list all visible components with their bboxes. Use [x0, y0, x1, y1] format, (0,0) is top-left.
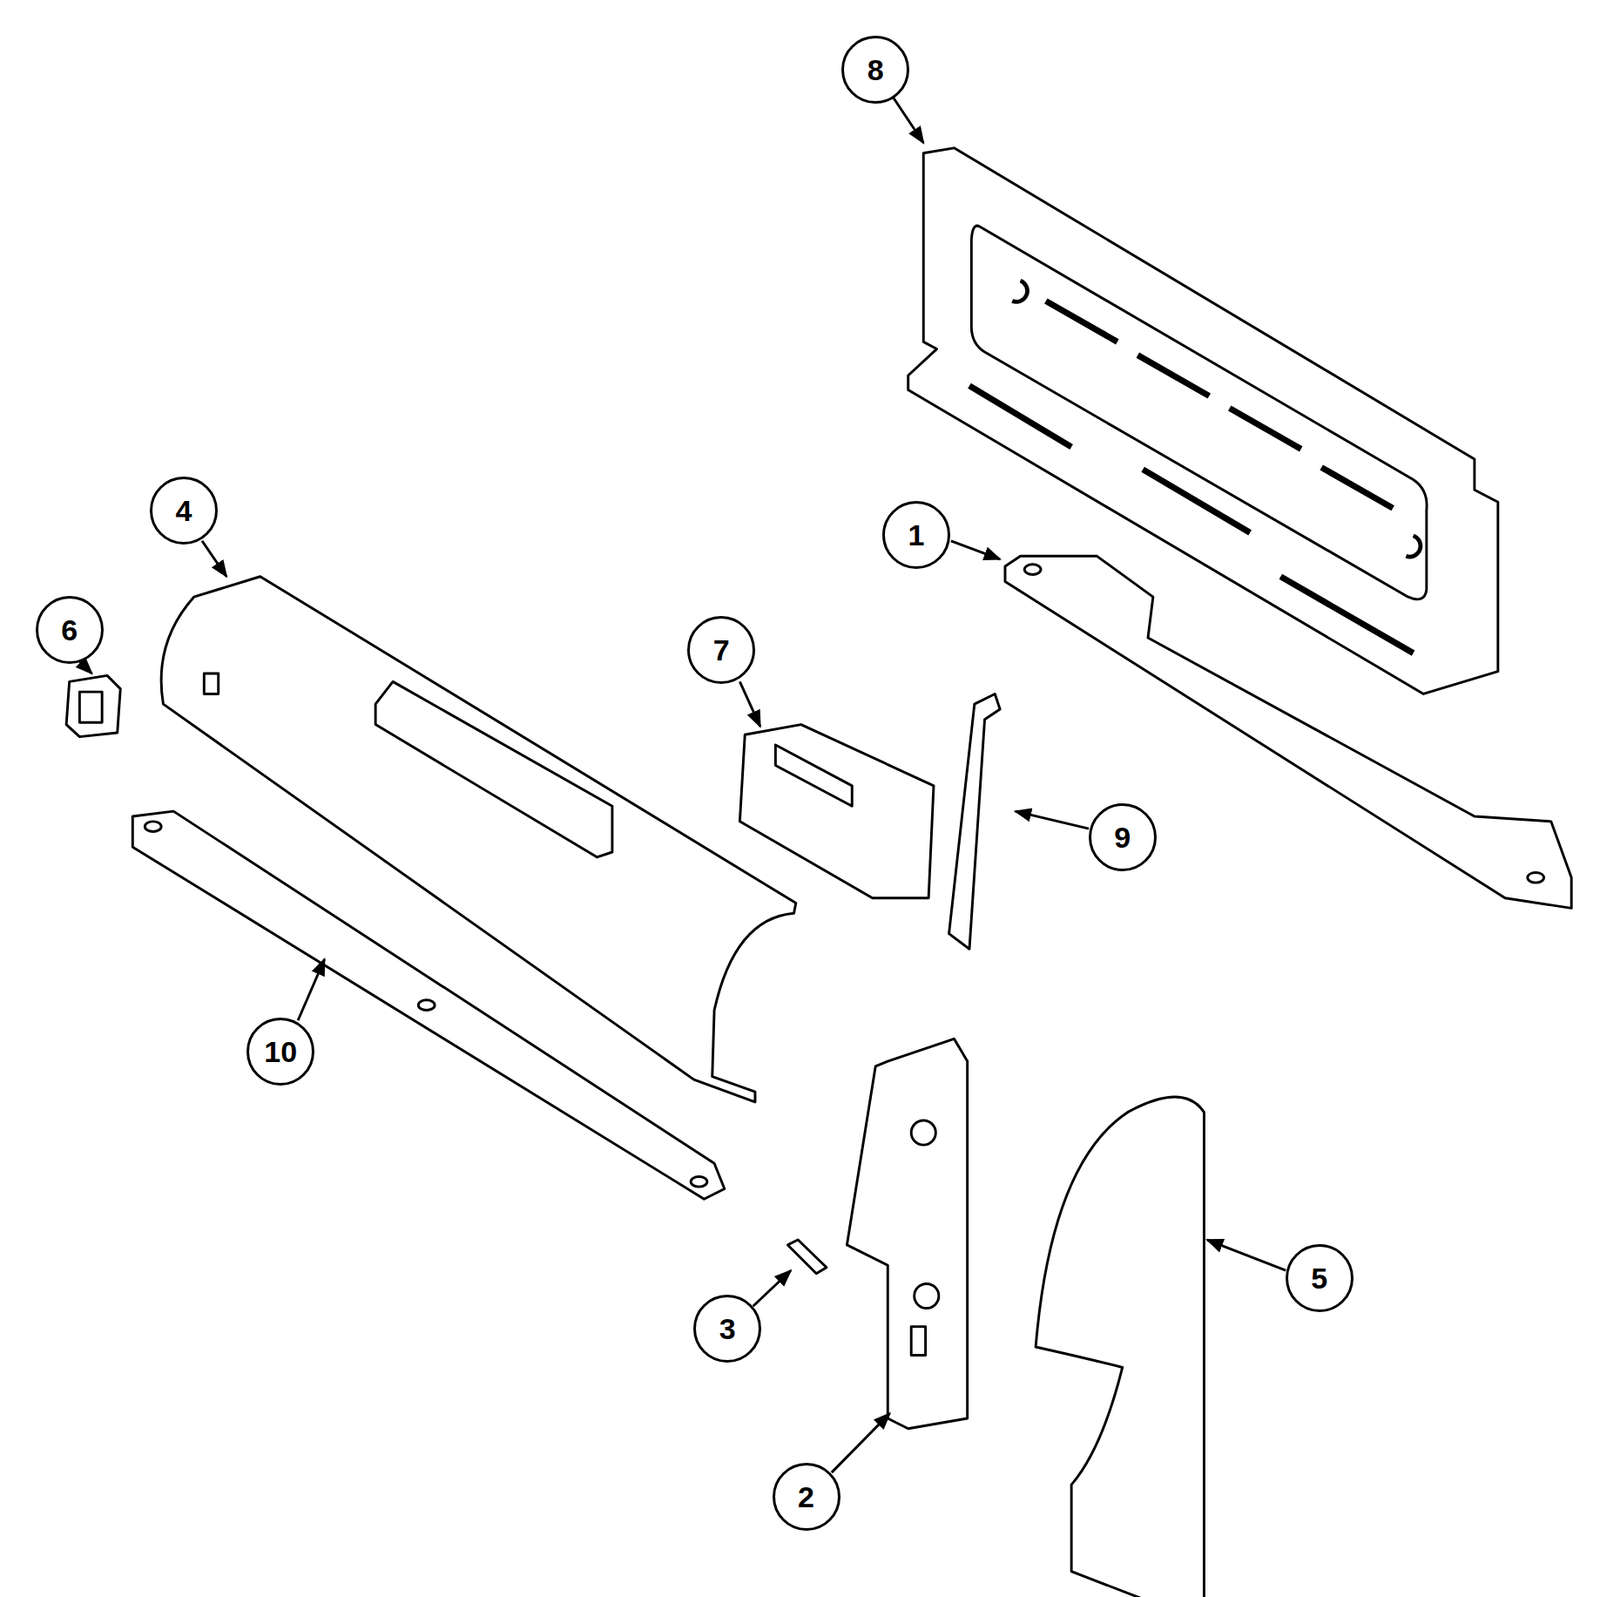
callout-number: 4: [175, 495, 192, 526]
fitting: [787, 1239, 827, 1274]
callout-circle: 10: [246, 1017, 315, 1086]
callout-circle: 5: [1285, 1243, 1354, 1312]
trim-rail: [132, 810, 725, 1199]
callout-number: 2: [797, 1481, 815, 1512]
callout-circle: 7: [687, 615, 756, 684]
callout-number: 3: [719, 1313, 736, 1344]
callout-number: 10: [263, 1036, 298, 1067]
leader-line: [892, 96, 924, 143]
end-cap: [1035, 1096, 1204, 1597]
leader-line: [297, 958, 325, 1020]
callout-circle: 3: [693, 1294, 762, 1363]
callout-circle: 4: [149, 476, 218, 545]
leader-line: [753, 1269, 791, 1306]
callout-number: 6: [60, 614, 78, 645]
leader-line: [202, 540, 227, 577]
side-bracket: [846, 1038, 967, 1428]
leader-line: [1207, 1239, 1286, 1270]
back-panel: [908, 148, 1499, 695]
callout-number: 7: [713, 634, 730, 665]
leader-line: [951, 540, 1000, 560]
bracket: [949, 693, 1001, 949]
callout-circle: 6: [35, 595, 104, 664]
control-module: [739, 724, 934, 898]
callout-number: 1: [908, 519, 925, 550]
callout-circle: 2: [772, 1462, 841, 1531]
callout-circle: 1: [882, 500, 951, 569]
support-strip: [1005, 555, 1572, 908]
leader-line: [831, 1412, 891, 1472]
leader-line: [1015, 810, 1089, 829]
panel-recess: [971, 225, 1427, 600]
rocker-switch: [66, 675, 121, 736]
callout-number: 8: [867, 54, 885, 85]
callout-circle: 9: [1088, 803, 1157, 871]
leader-line: [739, 681, 760, 727]
callout-circle: 8: [841, 35, 910, 104]
callout-number: 5: [1310, 1262, 1328, 1293]
leader-line: [79, 661, 92, 674]
callout-number: 9: [1113, 822, 1131, 852]
